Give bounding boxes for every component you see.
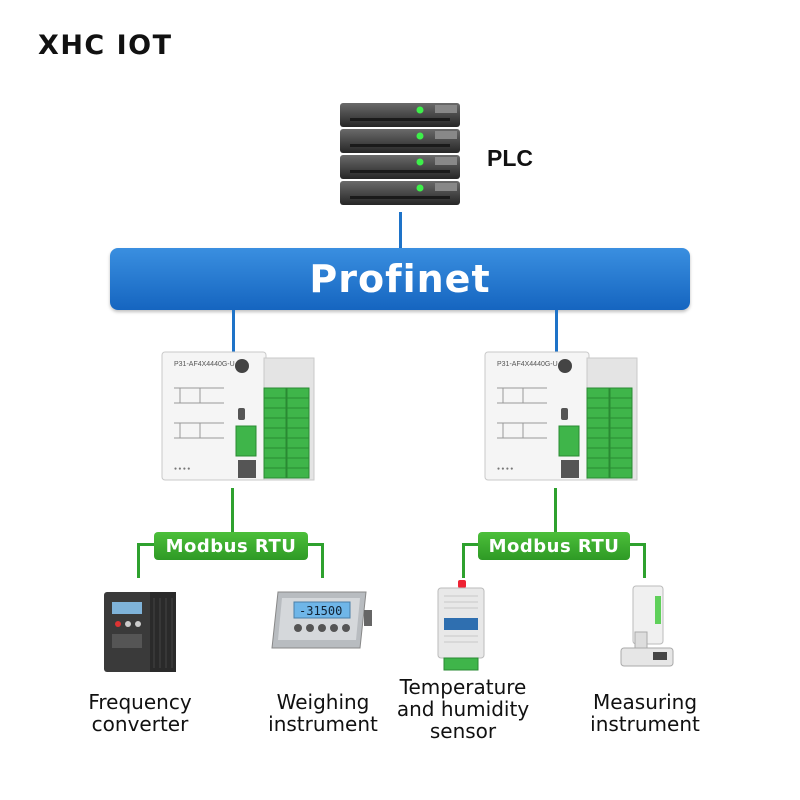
label-line: instrument (590, 712, 700, 736)
label-line: sensor (429, 719, 497, 743)
modbus-drop-freq (137, 543, 140, 578)
label-line: Temperature (399, 675, 527, 699)
modbus-drop-weigh (321, 543, 324, 578)
module-modbus-link-right (554, 488, 557, 533)
plc-label: PLC (487, 145, 533, 171)
label-line: Measuring (592, 690, 698, 714)
modbus-drop-sensor (462, 543, 465, 578)
module-model-left: P31-AF4X4440G-U (174, 361, 235, 368)
profinet-bus: Profinet (110, 248, 690, 310)
label-line: Weighing (276, 690, 370, 714)
label-line: Frequency (88, 690, 192, 714)
modbus-drop-measure (643, 543, 646, 578)
temperature-humidity-sensor-icon (437, 580, 485, 671)
profinet-label: Profinet (309, 257, 491, 301)
frequency-converter-icon (104, 592, 176, 672)
module-model-right: P31-AF4X4440G-U (497, 361, 558, 368)
io-module-left: P31-AF4X4440G-U ● ● ● ● (161, 351, 315, 481)
bus-module-link-right (555, 310, 558, 355)
weighing-instrument-icon: -31500 (271, 591, 372, 649)
module-modbus-link-left (231, 488, 234, 533)
brand-logo: XHC IOT (38, 30, 173, 61)
svg-text:● ● ● ●: ● ● ● ● (497, 466, 513, 472)
modbus-rtu-label-left: Modbus RTU (154, 532, 308, 560)
label-line: instrument (268, 712, 378, 736)
label-temperature-humidity-sensor: Temperature and humidity sensor (390, 676, 536, 742)
svg-text:● ● ● ●: ● ● ● ● (174, 466, 190, 472)
label-measuring-instrument: Measuring instrument (572, 691, 718, 735)
bus-module-link-left (232, 310, 235, 355)
label-line: converter (91, 712, 189, 736)
io-module-right: P31-AF4X4440G-U ● ● ● ● (484, 351, 638, 481)
label-frequency-converter: Frequency converter (60, 691, 220, 735)
modbus-rtu-label-right: Modbus RTU (478, 532, 630, 560)
plc-server-icon (340, 103, 460, 205)
measuring-instrument-icon (620, 585, 674, 667)
label-weighing-instrument: Weighing instrument (250, 691, 396, 735)
label-line: and humidity (396, 697, 530, 721)
scale-display-value: -31500 (299, 604, 342, 618)
plc-bus-link (399, 212, 402, 249)
